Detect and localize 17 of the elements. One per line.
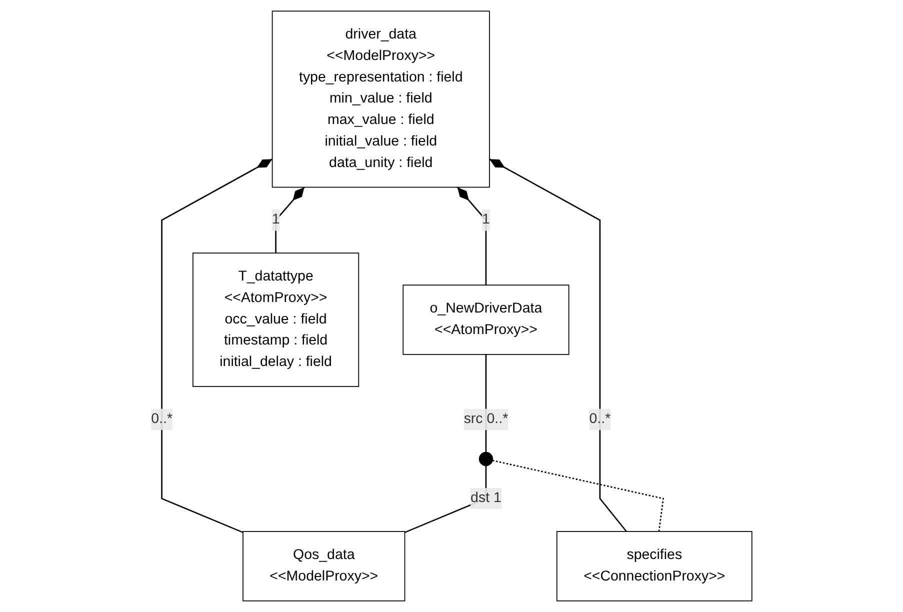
node-box: T_datattype <<AtomProxy>> occ_value : field timestamp : field initial_delay : field (192, 252, 360, 387)
edge-label: 0..* (589, 411, 611, 427)
edge-label: 1 (482, 212, 490, 228)
node-circle (478, 452, 494, 466)
edge-label: dst 1 (470, 490, 502, 506)
connector (489, 158, 627, 532)
node-box: Qos_data <<ModelProxy>> (242, 531, 406, 602)
edge-label: src 0..* (464, 411, 508, 427)
node-box: specifies <<ConnectionProxy>> (556, 531, 752, 602)
connector (492, 460, 664, 532)
node-box: driver_data <<ModelProxy>> type_representation : field min_value : field max_value : field initial_value : field data_unity : field (272, 10, 490, 188)
connector (161, 158, 273, 534)
connector (456, 186, 487, 286)
connector (275, 186, 305, 254)
node-box: o_NewDriverData <<AtomProxy>> (402, 284, 570, 355)
edge-label: 0..* (151, 411, 172, 427)
edge-label: 1 (272, 212, 280, 228)
